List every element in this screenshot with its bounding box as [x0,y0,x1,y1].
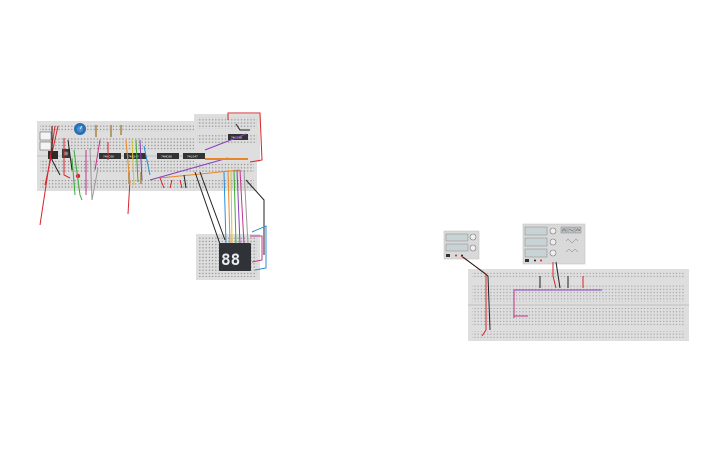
wires-right-circuit[interactable] [460,255,602,337]
triangle-wave-icon [565,248,579,253]
pushbutton[interactable] [62,149,70,158]
display-digits: 88 [221,250,240,269]
ic-label: 74LS47 [187,155,198,159]
ic-74ls47-a[interactable]: 74LS47 [124,153,146,159]
upper-breadboard[interactable] [194,114,260,162]
power-supply[interactable] [443,230,480,260]
ic-label: 74HC00 [103,155,114,159]
ic-74ls47-b[interactable]: 74LS47 [183,153,205,159]
ic-label: 74HC08 [161,155,172,159]
large-breadboard[interactable] [468,269,689,341]
waveform-buttons[interactable] [560,226,582,234]
function-generator[interactable] [522,223,586,265]
sine-wave-icon [565,239,579,243]
ic-label: 74LS47 [128,155,139,159]
wires-left[interactable] [39,125,151,226]
right-circuit[interactable] [443,223,689,341]
sine-wave-icon [568,228,574,232]
potentiometer[interactable] [74,123,86,135]
dip-switch[interactable] [39,131,58,159]
wires-right[interactable] [149,112,267,271]
ic-74hc08[interactable]: 74HC08 [157,153,179,159]
ic-74hc00[interactable]: 74HC00 [99,153,121,159]
seven-segment-display[interactable]: 88 [219,243,251,271]
triangle-wave-icon [575,228,581,232]
left-circuit[interactable]: 74HC00 74LS47 74HC08 74LS47 74LS90 [37,112,267,280]
square-wave-icon [562,228,566,232]
